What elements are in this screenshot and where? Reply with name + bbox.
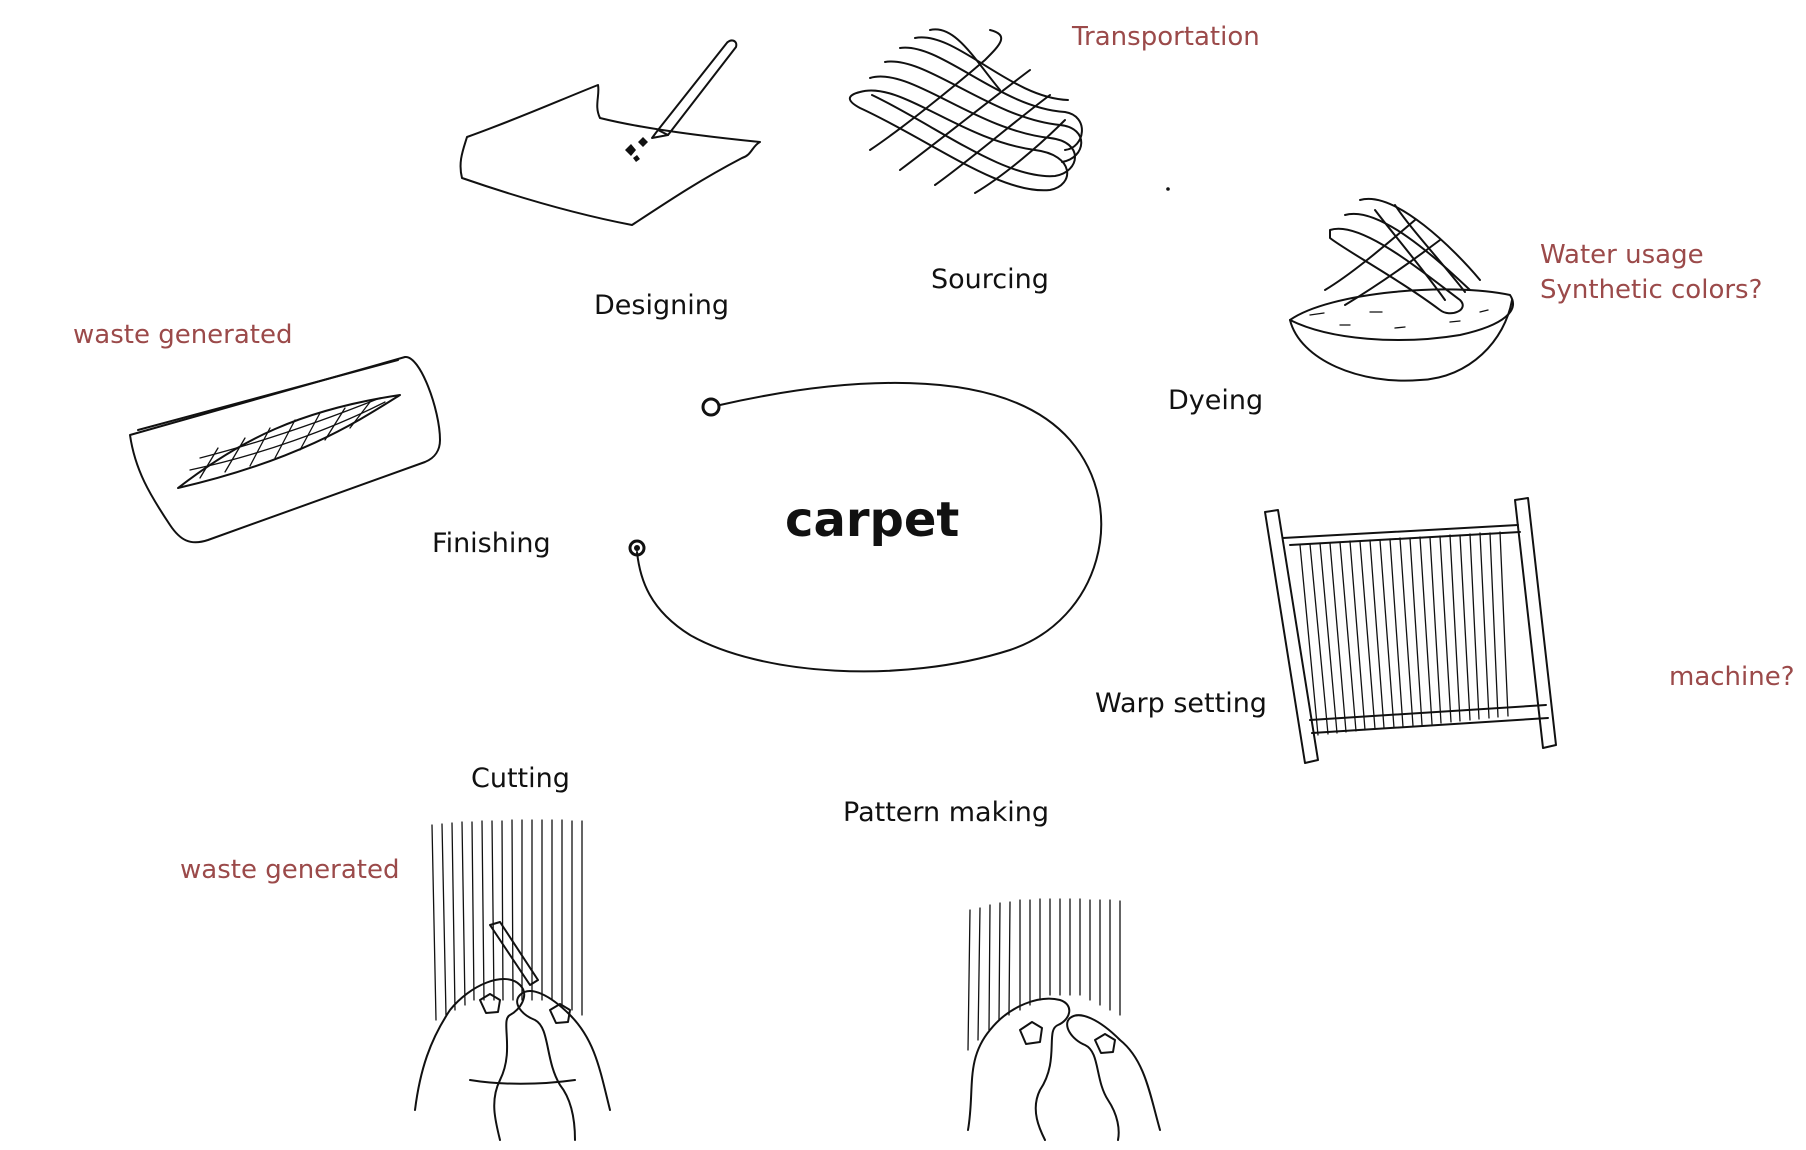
note-machine: machine? [1669, 662, 1795, 692]
note-waste-cutting: waste generated [180, 855, 400, 885]
step-cutting: Cutting [471, 763, 570, 794]
process-cycle-arrow [628, 381, 1103, 673]
step-dyeing: Dyeing [1168, 385, 1264, 416]
hands-knotting-icon [967, 898, 1161, 1141]
note-synthetic-colors: Synthetic colors? [1540, 275, 1763, 305]
step-warp-setting: Warp setting [1095, 688, 1267, 719]
note-waste-finishing: waste generated [73, 320, 293, 350]
yarn-hank-icon [848, 28, 1170, 194]
paper-pen-icon [459, 39, 761, 226]
center-label: carpet [785, 492, 960, 548]
finished-rug-icon [129, 356, 441, 544]
step-designing: Designing [594, 290, 729, 321]
note-water-usage: Water usage [1540, 240, 1704, 270]
step-finishing: Finishing [432, 528, 551, 559]
hands-cutting-icon [414, 819, 611, 1141]
loom-icon [1264, 497, 1557, 764]
dye-bowl-icon [1289, 197, 1514, 382]
note-transportation: Transportation [1072, 22, 1260, 52]
step-sourcing: Sourcing [931, 264, 1049, 295]
step-pattern-making: Pattern making [843, 797, 1049, 828]
